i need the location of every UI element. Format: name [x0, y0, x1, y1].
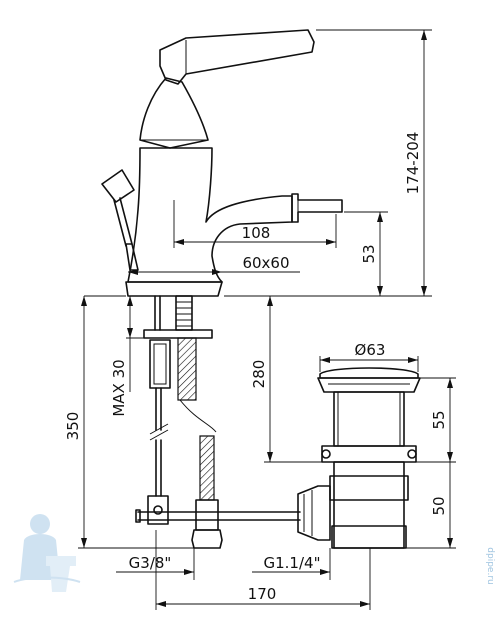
flex-hose-lower [199, 435, 215, 501]
popup-waste [297, 367, 421, 549]
faucet-base [125, 281, 223, 297]
waste-side-fitting [297, 485, 331, 541]
flex-hose-upper [177, 337, 197, 401]
waste-nut [321, 445, 417, 463]
waste-cap [319, 367, 419, 379]
dim-inlet-thread: G3/8" [129, 554, 172, 572]
dim-base-size: 60x60 [242, 254, 289, 272]
faucet-body [101, 29, 343, 297]
dim-waste-55: 55 [430, 410, 448, 429]
lock-nut [149, 339, 171, 389]
dim-waste-height: 280 [250, 360, 268, 389]
watermark-text: dpipe.ru [485, 547, 495, 584]
mounting-plate [143, 329, 213, 339]
dim-flex-length: 350 [64, 412, 82, 441]
waste-body [333, 391, 405, 447]
under-counter [135, 295, 301, 549]
linkage-rod [137, 511, 301, 521]
cartridge-cap [139, 77, 209, 149]
main-body [127, 147, 293, 283]
dim-max-thickness: MAX 30 [110, 359, 128, 416]
dim-spout-reach: 108 [242, 224, 271, 242]
dim-waste-50: 50 [430, 496, 448, 515]
popup-knob [101, 169, 135, 203]
plumber-logo [13, 514, 81, 592]
hose-nut [195, 499, 219, 531]
dim-spout-height: 53 [360, 244, 378, 263]
dim-centre-distance: 170 [248, 585, 277, 603]
rod-clamp [147, 495, 169, 525]
threaded-shank [175, 295, 193, 331]
spout-nozzle [291, 193, 343, 223]
lever-handle [159, 29, 315, 85]
dim-height-range: 174-204 [404, 132, 422, 195]
dimensions [78, 29, 456, 610]
dim-waste-diameter: Ø63 [355, 341, 386, 359]
dim-waste-thread: G1.1/4" [264, 554, 321, 572]
